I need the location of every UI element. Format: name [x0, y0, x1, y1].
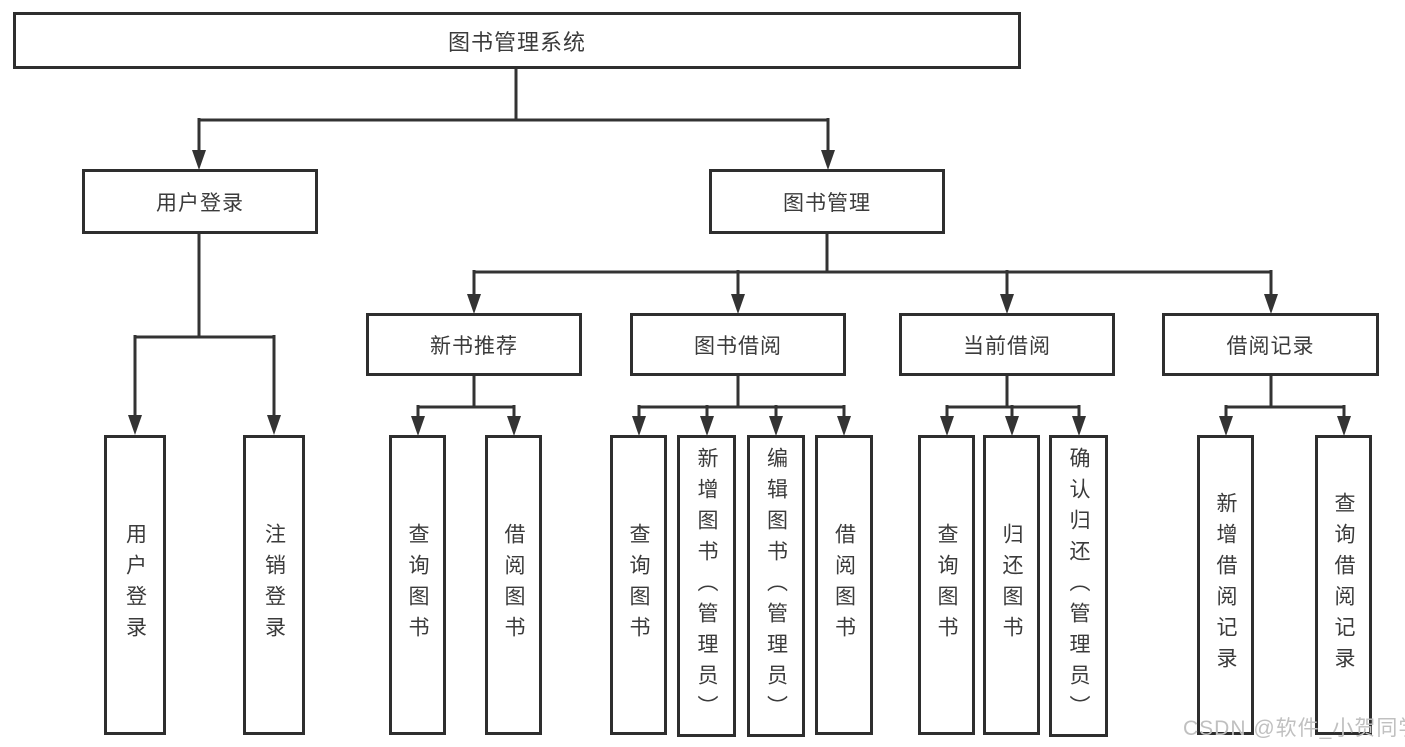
node-book-borrowing-label: 图书借阅 — [694, 334, 782, 358]
arrow-icon — [507, 416, 521, 436]
node-book-management: 图书管理 — [709, 169, 945, 234]
node-borrow-books-recommend-label: 借阅图书 — [502, 523, 526, 647]
node-confirm-return-admin-label: 确认归还（管理员） — [1067, 446, 1091, 726]
node-logout-label: 注销登录 — [262, 523, 286, 647]
arrow-icon — [128, 415, 142, 435]
node-new-book-recommendation: 新书推荐 — [366, 313, 582, 376]
arrow-icon — [1219, 416, 1233, 436]
arrow-icon — [837, 416, 851, 436]
node-add-borrow-record-label: 新增借阅记录 — [1214, 492, 1238, 678]
node-return-books-label: 归还图书 — [1000, 523, 1024, 647]
node-edit-book-admin-label: 编辑图书（管理员） — [764, 446, 788, 726]
node-edit-book-admin: 编辑图书（管理员） — [747, 435, 805, 737]
node-borrow-records-label: 借阅记录 — [1226, 334, 1315, 358]
watermark: CSDN @软件_小贺同学 — [1183, 717, 1405, 740]
node-borrow-books-recommend: 借阅图书 — [485, 435, 542, 735]
arrow-icon — [1264, 294, 1278, 314]
arrow-icon — [1000, 294, 1014, 314]
node-borrow-books-label: 借阅图书 — [832, 523, 856, 647]
connector-borrow-records — [1224, 375, 1346, 419]
node-borrow-records: 借阅记录 — [1162, 313, 1379, 376]
arrow-icon — [411, 416, 425, 436]
node-user-login-branch-label: 用户登录 — [156, 191, 244, 215]
arrowheads — [128, 150, 1351, 436]
arrow-icon — [267, 415, 281, 435]
arrow-icon — [1072, 416, 1086, 436]
node-query-borrow-record-label: 查询借阅记录 — [1332, 492, 1356, 678]
node-confirm-return-admin: 确认归还（管理员） — [1049, 435, 1108, 737]
arrow-icon — [769, 416, 783, 436]
node-query-books-borrowing-label: 查询图书 — [627, 523, 651, 647]
arrow-icon — [467, 294, 481, 314]
node-book-management-label: 图书管理 — [783, 191, 871, 215]
node-query-books-recommend: 查询图书 — [389, 435, 446, 735]
node-logout: 注销登录 — [243, 435, 305, 735]
node-user-login-branch: 用户登录 — [82, 169, 318, 234]
node-query-borrow-record: 查询借阅记录 — [1315, 435, 1372, 735]
connector-book-management — [472, 233, 1273, 297]
arrow-icon — [940, 416, 954, 436]
node-add-borrow-record: 新增借阅记录 — [1197, 435, 1254, 735]
node-query-books-current-label: 查询图书 — [935, 523, 959, 647]
arrow-icon — [1005, 416, 1019, 436]
node-return-books: 归还图书 — [983, 435, 1040, 735]
arrow-icon — [700, 416, 714, 436]
node-query-books-borrowing: 查询图书 — [610, 435, 667, 735]
node-current-borrowing-label: 当前借阅 — [963, 334, 1051, 358]
node-user-login-label: 用户登录 — [123, 523, 147, 647]
arrow-icon — [1337, 416, 1351, 436]
node-query-books-current: 查询图书 — [918, 435, 975, 735]
node-add-book-admin-label: 新增图书（管理员） — [695, 446, 719, 726]
arrow-icon — [632, 416, 646, 436]
connector-book-borrowing — [637, 375, 846, 419]
node-root: 图书管理系统 — [13, 12, 1021, 69]
node-current-borrowing: 当前借阅 — [899, 313, 1115, 376]
arrow-icon — [192, 150, 206, 170]
node-new-book-recommendation-label: 新书推荐 — [430, 334, 518, 358]
node-root-label: 图书管理系统 — [447, 29, 586, 55]
node-user-login: 用户登录 — [104, 435, 166, 735]
node-borrow-books: 借阅图书 — [815, 435, 873, 735]
node-add-book-admin: 新增图书（管理员） — [677, 435, 736, 737]
connector-new-book — [416, 375, 516, 419]
node-book-borrowing: 图书借阅 — [630, 313, 846, 376]
node-query-books-recommend-label: 查询图书 — [406, 523, 430, 647]
connector-current-borrowing — [945, 375, 1081, 419]
arrow-icon — [731, 294, 745, 314]
connector-user-login — [133, 233, 276, 419]
connector-root — [197, 69, 830, 154]
arrow-icon — [821, 150, 835, 170]
